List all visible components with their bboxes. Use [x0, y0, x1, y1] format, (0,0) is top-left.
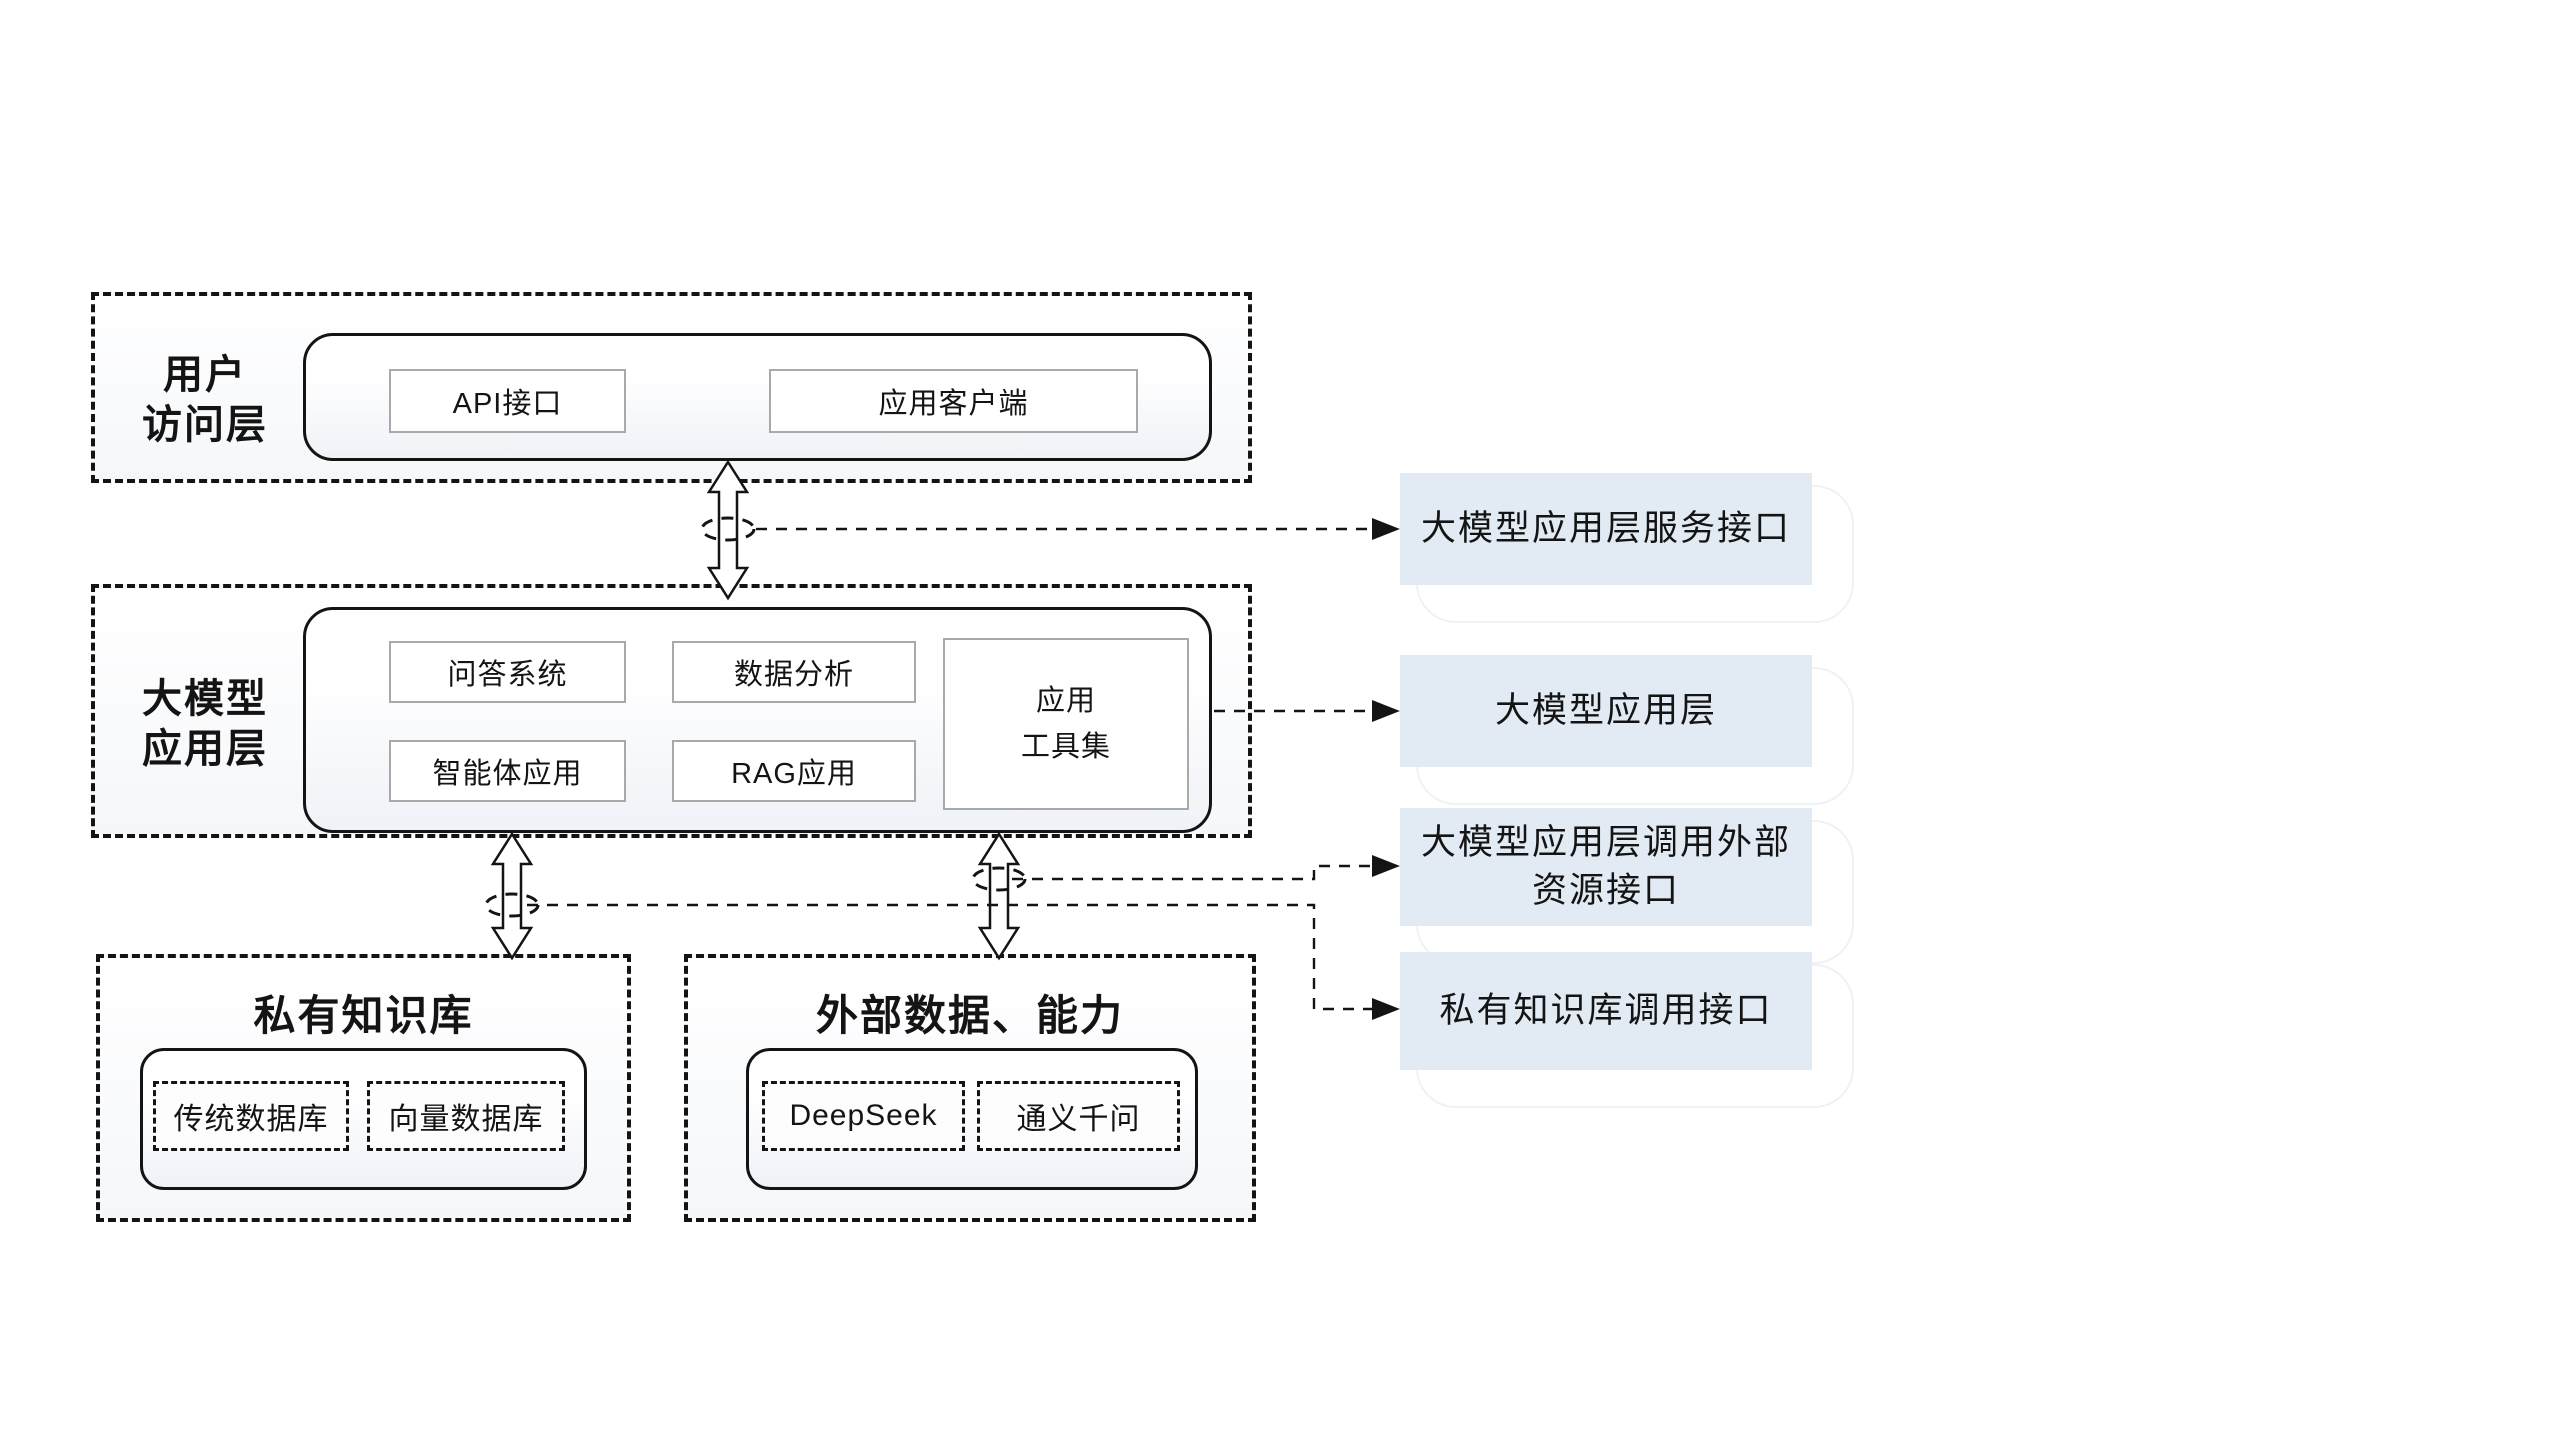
- arrowhead-service-api: [1372, 518, 1400, 540]
- node-data-analysis: 数据分析: [672, 641, 916, 703]
- interface-kb-api: 私有知识库调用接口: [1400, 952, 1812, 1070]
- connector-external-api: [1012, 864, 1372, 881]
- layer-user-access-label: 用户 访问层: [110, 350, 300, 450]
- double-arrow-llm-external: [977, 831, 1021, 961]
- interface-app-layer: 大模型应用层: [1400, 655, 1812, 767]
- layer-user-access-label-line1: 用户: [163, 353, 247, 397]
- node-api: API接口: [389, 369, 626, 433]
- external-data-title: 外部数据、能力: [815, 992, 1124, 1039]
- node-app-client: 应用客户端: [769, 369, 1138, 433]
- crossing-ellipse-service: [700, 516, 756, 542]
- crossing-ellipse-kb: [484, 892, 540, 918]
- arrowhead-kb-api: [1372, 998, 1400, 1020]
- node-app-toolset-line2: 工具集: [1020, 731, 1111, 763]
- layer-llm-app-label: 大模型 应用层: [110, 674, 300, 774]
- layer-llm-app-label-line1: 大模型: [142, 677, 268, 721]
- layer-llm-app-label-line2: 应用层: [142, 727, 268, 771]
- interface-service-api: 大模型应用层服务接口: [1400, 473, 1812, 585]
- double-arrow-llm-kb: [490, 831, 534, 961]
- node-app-toolset: 应用 工具集: [943, 638, 1189, 810]
- node-app-toolset-line1: 应用: [1035, 685, 1096, 717]
- private-kb-title: 私有知识库: [253, 992, 474, 1039]
- double-arrow-user-llm: [706, 459, 750, 601]
- connector-kb-api: [527, 903, 1372, 1011]
- node-traditional-db: 传统数据库: [153, 1081, 349, 1151]
- node-deepseek: DeepSeek: [762, 1081, 965, 1151]
- node-agent-app: 智能体应用: [389, 740, 626, 802]
- interface-external-api: 大模型应用层调用外部 资源接口: [1400, 808, 1812, 926]
- arrowhead-external-api: [1372, 855, 1400, 877]
- node-qa-system: 问答系统: [389, 641, 626, 703]
- node-vector-db: 向量数据库: [367, 1081, 565, 1151]
- node-qwen: 通义千问: [977, 1081, 1180, 1151]
- interface-external-api-line1: 大模型应用层调用外部: [1420, 823, 1791, 862]
- interface-external-api-line2: 资源接口: [1531, 871, 1680, 910]
- crossing-ellipse-external: [971, 866, 1027, 892]
- layer-user-access-label-line2: 访问层: [142, 403, 268, 447]
- arrowhead-app-layer: [1372, 700, 1400, 722]
- node-rag-app: RAG应用: [672, 740, 916, 802]
